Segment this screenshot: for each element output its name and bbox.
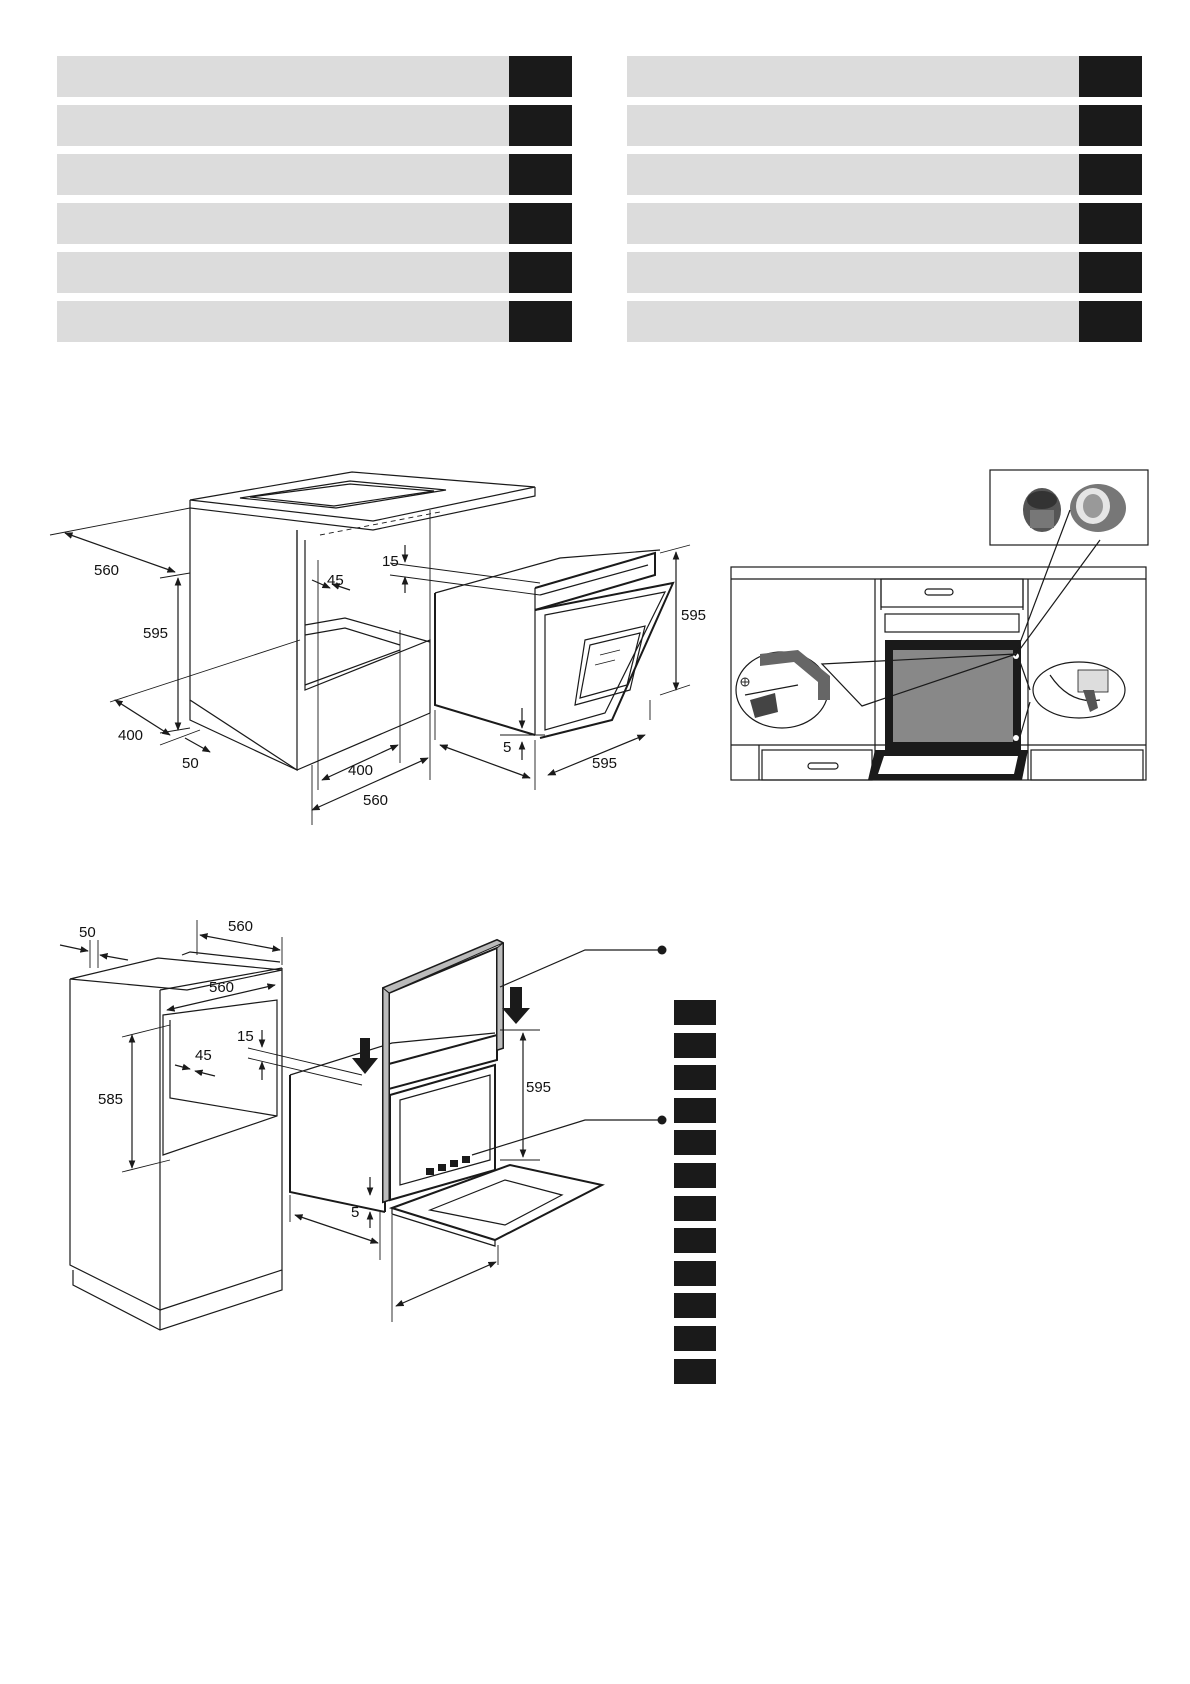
figure-fixing-detail [730,469,1149,781]
language-row [57,252,572,293]
dim-label: 595 [681,607,706,624]
dim-label: 585 [98,1091,123,1108]
legend-tab [674,1325,716,1351]
legend-tab [674,1065,716,1091]
legend-tab [674,1032,716,1058]
language-row [57,105,572,146]
language-tab [1079,301,1142,342]
dim-label: 15 [382,553,399,570]
language-tab [509,105,572,146]
legend-tab [674,1000,716,1025]
language-tab [1079,154,1142,195]
language-tab [509,203,572,244]
figure-undercounter-install: 560 595 45 15 400 50 400 560 5 595 595 [49,471,706,825]
language-row [627,203,1142,244]
fixing-plug-image [1023,484,1126,532]
legend-tabs [674,1000,716,1391]
dim-label: 560 [228,918,253,935]
dim-label: 560 [363,792,388,809]
dim-label: 45 [327,572,344,589]
language-tab [509,56,572,97]
language-tab [1079,252,1142,293]
language-index-right [627,56,1142,350]
figure-tall-unit-install: 50 560 560 585 45 15 595 5 [59,918,667,1331]
language-row [627,301,1142,342]
dim-label: 400 [118,727,143,744]
language-row [57,301,572,342]
language-tab [509,301,572,342]
dim-label: 15 [237,1028,254,1045]
legend-tab [674,1162,716,1188]
language-index-left [57,56,572,350]
language-tab [509,154,572,195]
legend-tab [674,1358,716,1384]
language-tab [509,252,572,293]
dim-label: 50 [79,924,96,941]
language-row [627,105,1142,146]
dim-label: 5 [351,1204,359,1221]
dim-label: 595 [592,755,617,772]
dim-label: 595 [143,625,168,642]
dim-label: 560 [209,979,234,996]
dim-label: 400 [348,762,373,779]
legend-tab [674,1260,716,1286]
dim-label: 5 [503,739,511,756]
language-tab [1079,105,1142,146]
language-row [57,203,572,244]
language-tab [1079,56,1142,97]
language-row [627,154,1142,195]
language-row [627,56,1142,97]
legend-tab [674,1228,716,1254]
language-row [627,252,1142,293]
language-row [57,56,572,97]
dim-label: 560 [94,562,119,579]
language-row [57,154,572,195]
legend-tab [674,1130,716,1156]
dim-label: 595 [526,1079,551,1096]
language-tab [1079,203,1142,244]
legend-tab [674,1293,716,1319]
legend-tab [674,1195,716,1221]
dim-label: 45 [195,1047,212,1064]
legend-tab [674,1097,716,1123]
dim-label: 50 [182,755,199,772]
